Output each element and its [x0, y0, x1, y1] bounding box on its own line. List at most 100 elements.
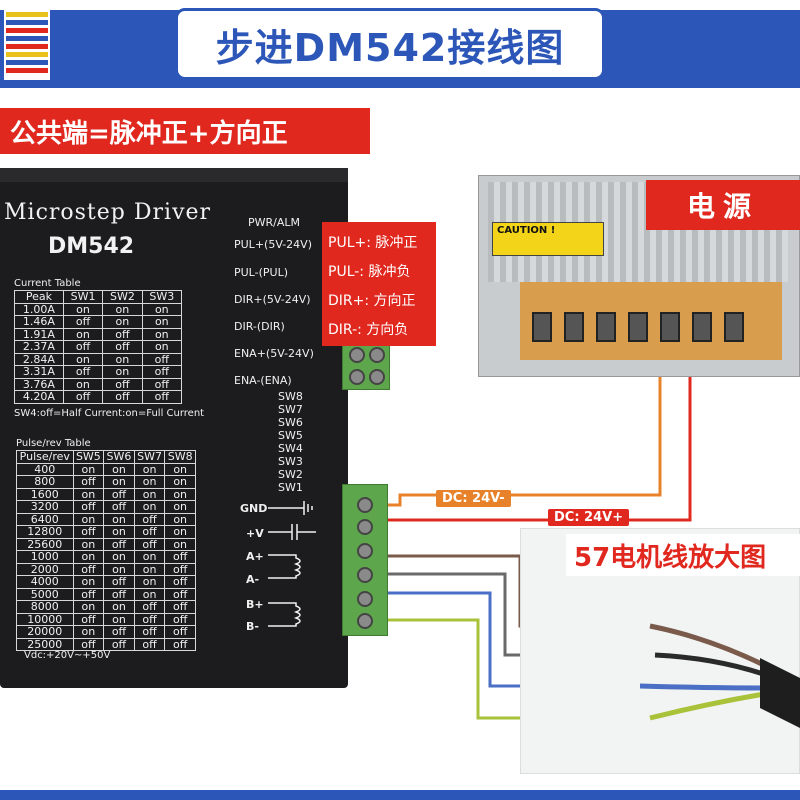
psu-terminal-screw — [724, 312, 744, 342]
pulse-table-cell: off — [133, 537, 166, 551]
b-minus-label: B- — [246, 620, 259, 633]
pulse-table-cell: off — [103, 487, 135, 501]
pulse-table-cell: off — [72, 637, 105, 651]
terminal-screw — [349, 369, 365, 385]
current-table-cell: on — [141, 302, 183, 316]
pulse-table-cell: 20000 — [16, 625, 74, 639]
terminal-screw — [369, 347, 385, 363]
current-table-cell: 3.31A — [14, 365, 64, 379]
pulse-table-cell: off — [103, 625, 135, 639]
current-table-cell: off — [141, 365, 183, 379]
current-table-cell: 1.00A — [14, 302, 64, 316]
signal-terminal-block — [342, 340, 390, 390]
current-table-header: Peak — [14, 290, 64, 304]
pul-plus-label: PUL+(5V-24V) — [234, 238, 312, 251]
current-table-cell: off — [102, 340, 143, 354]
callout-dir-plus: DIR+: 方向正 — [328, 293, 416, 309]
pulse-table-caption: Pulse/rev Table — [16, 438, 91, 449]
ground-icon — [268, 501, 313, 515]
pulse-table-cell: off — [103, 637, 135, 651]
current-table-cell: 2.84A — [14, 352, 64, 366]
pul-minus-label: PUL-(PUL) — [234, 266, 288, 279]
current-table-cell: 2.37A — [14, 340, 64, 354]
driver-model: DM542 — [48, 234, 135, 259]
pulse-table-cell: off — [133, 525, 166, 539]
pulse-table-cell: on — [103, 475, 135, 489]
sw1-label: SW1 — [278, 481, 303, 494]
capacitor-icon — [268, 524, 316, 540]
wire-dc-minus — [382, 340, 662, 507]
pulse-table-cell: off — [103, 575, 135, 589]
current-table-cell: off — [141, 352, 183, 366]
current-table-cell: 3.76A — [14, 377, 64, 391]
pulse-table-cell: on — [164, 500, 196, 514]
pulse-table-header: SW8 — [164, 450, 196, 464]
pulse-table-cell: off — [103, 500, 135, 514]
pulse-table-cell: on — [103, 562, 135, 576]
current-table-header: SW3 — [141, 290, 183, 304]
terminal-screw — [357, 543, 373, 559]
pulse-table-cell: off — [133, 637, 166, 651]
pulse-table-cell: on — [164, 525, 196, 539]
pulse-table-cell: on — [72, 625, 105, 639]
pulse-table-cell: on — [133, 475, 166, 489]
logo-icon — [4, 8, 50, 80]
psu-terminal-screw — [692, 312, 712, 342]
pulse-table-cell: on — [164, 537, 196, 551]
sw2-label: SW2 — [278, 468, 303, 481]
current-table-cell: off — [141, 377, 183, 391]
pulse-table-cell: off — [133, 612, 166, 626]
pulse-table-cell: on — [164, 512, 196, 526]
current-table-cell: on — [141, 327, 183, 341]
current-table-cell: off — [141, 390, 183, 404]
dir-minus-label: DIR-(DIR) — [234, 320, 285, 333]
gnd-label: GND — [240, 502, 268, 515]
sw4-label: SW4 — [278, 442, 303, 455]
title-box: 步进DM542接线图 — [175, 8, 605, 80]
pulse-table-cell: 3200 — [16, 500, 74, 514]
terminal-screw — [357, 567, 373, 583]
terminal-screw — [349, 347, 365, 363]
pulse-table-cell: on — [72, 550, 105, 564]
current-table-header: SW2 — [102, 290, 143, 304]
pulse-table-cell: on — [103, 600, 135, 614]
caution-sticker — [492, 222, 604, 256]
pulse-table-header: SW5 — [72, 450, 105, 464]
current-table-cell: 1.46A — [14, 315, 64, 329]
pulse-table-cell: off — [164, 550, 196, 564]
pulse-table-cell: off — [72, 475, 105, 489]
pulse-table-cell: off — [164, 587, 196, 601]
coil-a-icon — [268, 554, 301, 579]
coil-b-icon — [268, 602, 301, 627]
pulse-table-cell: on — [72, 575, 105, 589]
pulse-table-cell: on — [164, 475, 196, 489]
pulse-table-cell: on — [133, 550, 166, 564]
pulse-table-cell: on — [133, 575, 166, 589]
pulse-table-cell: off — [72, 587, 105, 601]
terminal-screw — [357, 519, 373, 535]
current-table-cell: on — [62, 352, 104, 366]
sw3-label: SW3 — [278, 455, 303, 468]
current-table-cell: off — [62, 365, 104, 379]
pulse-table-cell: off — [164, 637, 196, 651]
pulse-table-cell: on — [103, 550, 135, 564]
pulse-table-cell: on — [72, 600, 105, 614]
pulse-table-cell: 10000 — [16, 612, 74, 626]
terminal-screw — [357, 497, 373, 513]
pulse-table-cell: 8000 — [16, 600, 74, 614]
pulse-table-cell: on — [72, 537, 105, 551]
pulse-table-header: SW7 — [133, 450, 166, 464]
pulse-table-cell: off — [133, 625, 166, 639]
pulse-table-cell: 5000 — [16, 587, 74, 601]
pulse-table-cell: off — [72, 525, 105, 539]
pulse-table-cell: on — [103, 525, 135, 539]
pulse-table-cell: on — [133, 462, 166, 476]
psu-terminal-screw — [564, 312, 584, 342]
